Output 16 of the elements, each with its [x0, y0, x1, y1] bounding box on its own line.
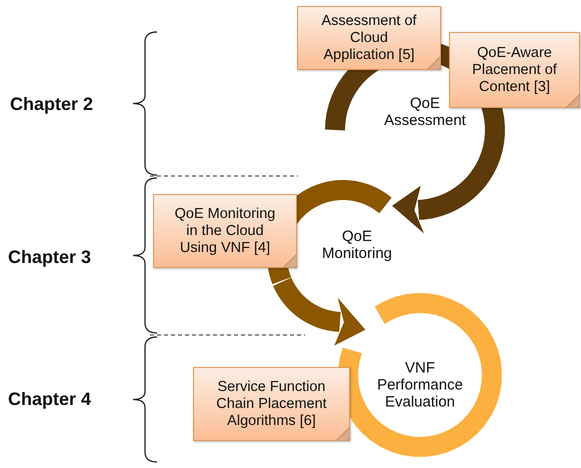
curved-arrow [392, 168, 490, 234]
curved-arrow [273, 274, 366, 346]
stage-label: QoE Assessment [384, 95, 466, 129]
chapter-label: Chapter 4 [8, 389, 92, 410]
sticky-note [449, 32, 580, 108]
note-text: Service Function Chain Placement Algorithms [6] [215, 378, 328, 430]
stage-label: VNF Performance Evaluation [377, 360, 463, 410]
chapter-label: Chapter 3 [8, 247, 92, 268]
note-text: QoE-Aware Placement of Content [3] [471, 44, 558, 96]
sticky-note [193, 367, 350, 441]
sticky-note [153, 194, 297, 268]
note-text: QoE Monitoring in the Cloud Using VNF [4] [174, 206, 276, 256]
chapter-label: Chapter 2 [10, 94, 94, 115]
stage-label: QoE Monitoring [322, 228, 392, 262]
sticky-note [297, 6, 441, 70]
note-text: Assessment of Cloud Application [5] [320, 12, 418, 64]
